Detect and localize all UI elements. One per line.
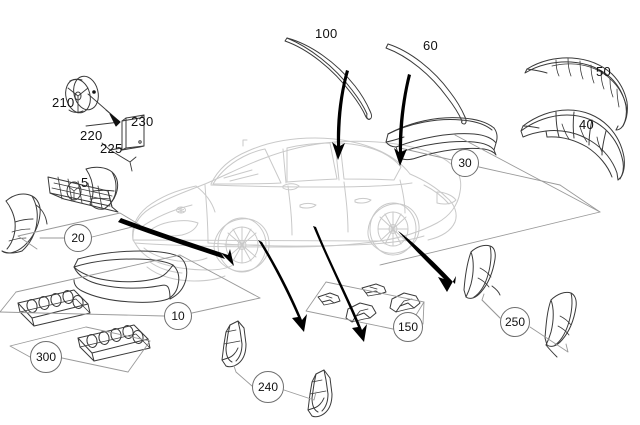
bracket-250-stub	[481, 299, 501, 319]
bracket-300-right	[61, 357, 129, 373]
part-240-mud-flap-rear	[307, 369, 333, 418]
bracket-10-top	[15, 254, 181, 293]
label-60: 60	[423, 38, 439, 53]
bracket-30-left	[399, 147, 453, 161]
callout-20: 20	[64, 224, 92, 252]
callout-250: 250	[500, 307, 530, 337]
part-250-wheel-arch-trim-left	[463, 244, 501, 299]
callout-150: 150	[393, 312, 423, 342]
label-5: 5	[81, 175, 89, 190]
bracket-10-corner	[0, 291, 17, 313]
label-100: 100	[315, 26, 338, 41]
bracket-300-diag	[127, 340, 151, 373]
part-150-clip-4	[389, 292, 421, 313]
bracket-20-left	[17, 212, 141, 250]
label-40: 40	[579, 117, 595, 132]
part-230-control-module-box	[121, 114, 145, 151]
bracket-300-top	[85, 326, 151, 342]
part-40-rear-diffuser-lower	[520, 109, 625, 181]
label-225: 225	[100, 141, 123, 156]
bracket-240-right	[283, 389, 317, 401]
bracket-30-right	[478, 166, 561, 186]
callout-10: 10	[164, 302, 192, 330]
arrow-250-to-wheel-arch	[398, 231, 456, 292]
bracket-10-diag	[179, 254, 261, 299]
part-250-wheel-arch-trim-right	[544, 291, 577, 358]
part-240-mud-flap-front	[221, 320, 247, 368]
arrow-100-to-roof	[332, 70, 349, 160]
arrow-5-to-grille	[118, 218, 234, 266]
bracket-240-left	[233, 365, 253, 387]
callout-30: 30	[451, 149, 479, 177]
part-150-clip-2	[361, 283, 387, 297]
bracket-30-tail	[559, 184, 601, 213]
part-20-front-bumper-air-intake-trim	[1, 193, 48, 254]
bracket-150-edge	[422, 301, 425, 325]
part-150-clip-1	[317, 292, 341, 306]
bracket-250-right	[529, 326, 569, 353]
bracket-300-left	[9, 326, 87, 358]
arrow-240-to-wheel-arch	[258, 240, 307, 332]
label-230: 230	[131, 114, 154, 129]
callout-240: 240	[252, 371, 284, 403]
arrow-60-to-trunk	[394, 74, 411, 166]
callout-300: 300	[30, 341, 62, 373]
part-20-front-bumper-air-intake-trim-right	[85, 166, 119, 210]
label-210: 210	[52, 95, 75, 110]
part-210-star-emblem-ring	[65, 75, 99, 114]
bracket-10-left	[0, 311, 165, 317]
ground-line-right	[454, 134, 601, 213]
part-50-rear-diffuser-upper	[524, 57, 628, 131]
part-10-front-bumper-lower-lip	[73, 250, 188, 303]
arrow-150-to-door-handle	[313, 226, 367, 342]
label-220: 220	[80, 128, 103, 143]
part-5-front-grille	[47, 176, 119, 213]
leader-arrowhead-220	[109, 113, 121, 127]
leader-dot-210	[92, 90, 96, 94]
part-100-roof-spoiler-strip	[284, 37, 372, 120]
ground-line-bottom	[379, 211, 601, 266]
part-300-grille-mesh-inserts-lower	[77, 324, 151, 362]
bracket-10-right	[191, 297, 261, 314]
label-50: 50	[596, 64, 612, 79]
